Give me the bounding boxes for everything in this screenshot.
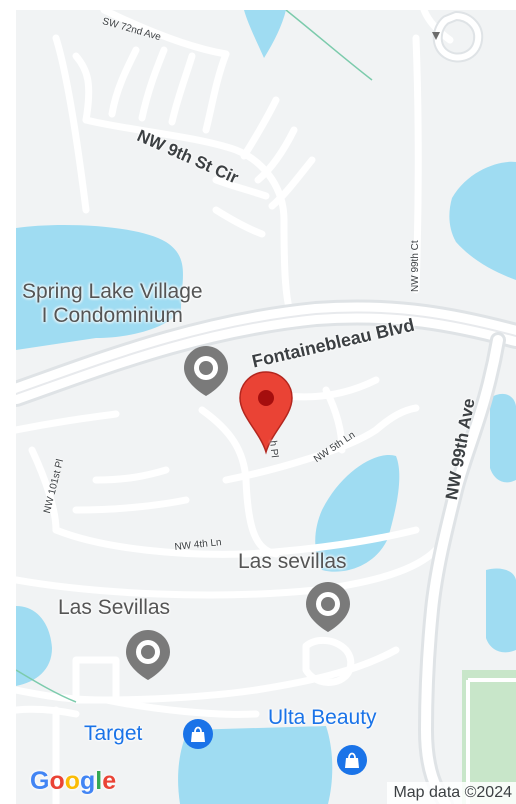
shopping-bag-icon[interactable] [337,745,367,775]
google-logo: Google [30,767,116,796]
water-body [16,606,52,686]
place-label[interactable]: Las Sevillas [58,596,171,619]
arterial-roads [16,11,516,804]
direction-arrow [432,32,440,40]
place-label[interactable]: Target [84,722,143,745]
logo-letter: G [30,767,50,795]
location-pin-icon[interactable] [184,346,228,396]
place-label[interactable]: Ulta Beauty [268,706,377,729]
location-pin-icon[interactable] [306,582,350,632]
map-marker-icon[interactable] [239,371,293,455]
logo-letter: l [95,767,103,795]
place-label-line: I Condominium [41,304,183,327]
map-canvas[interactable]: SW 72nd Ave NW 9th St Cir NW 99th Ct Fon… [16,10,516,804]
park [462,670,516,804]
water-body [16,224,183,350]
street-label: h Pl [267,440,280,459]
shopping-bag-icon[interactable] [183,719,213,749]
location-pin-icon[interactable] [126,630,170,680]
place-label[interactable]: Las sevillas [238,550,347,573]
map-attribution[interactable]: Map data ©2024 [387,782,516,804]
minor-roads [16,10,454,804]
logo-letter: g [80,767,96,795]
logo-letter: o [64,767,81,795]
boundary-line [285,10,373,81]
logo-letter: e [102,767,117,795]
place-label[interactable]: Spring Lake Village I Condominium [22,280,203,328]
boundary-line [16,669,77,703]
logo-letter: o [49,767,65,795]
water-body [486,568,516,653]
water-body [449,161,516,280]
water-body [178,726,333,804]
place-label-line: Spring Lake Village [22,280,203,303]
street-label: NW 99th Ct [410,240,421,292]
water-body [244,10,286,58]
map-base-layer [16,10,516,804]
water-body [490,393,516,483]
